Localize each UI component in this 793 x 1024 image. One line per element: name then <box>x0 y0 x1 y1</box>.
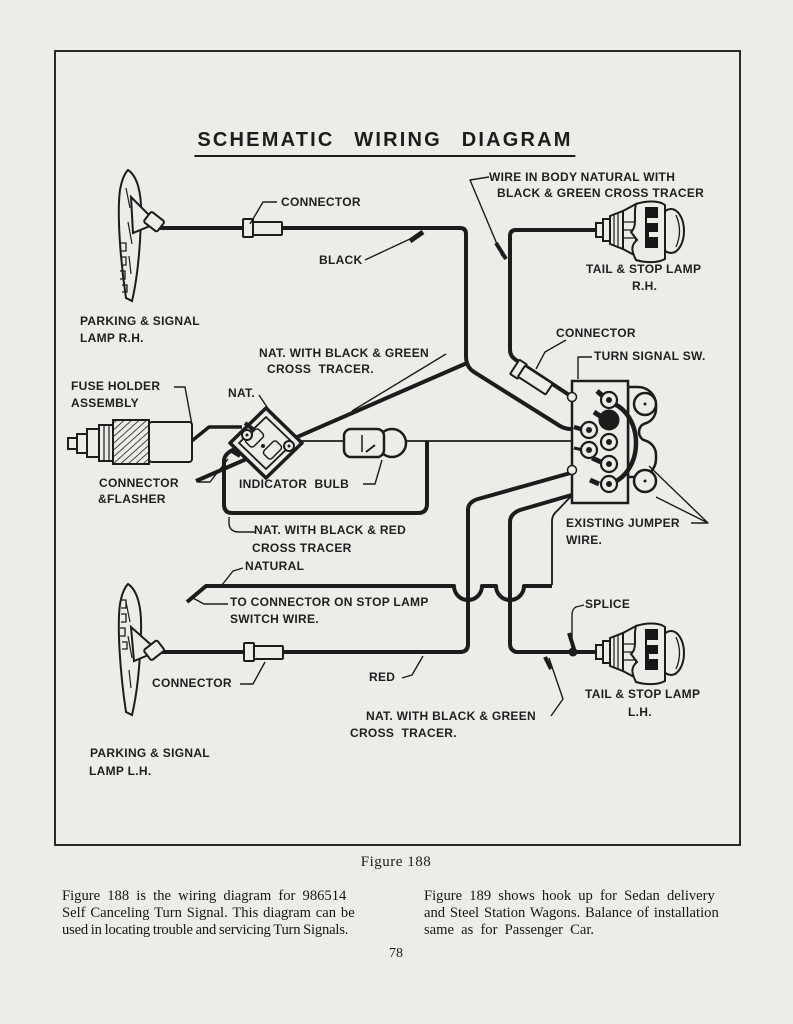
label-to-connector-2: SWITCH WIRE. <box>230 612 319 626</box>
label-connector-flasher-2: &FLASHER <box>98 492 166 506</box>
footer-left-line2: Self Canceling Turn Signal. This diagram… <box>62 905 355 921</box>
label-red: RED <box>369 670 396 684</box>
label-existing-jumper-2: WIRE. <box>566 533 603 547</box>
existing-jumper-wire <box>605 398 639 488</box>
label-nat-black-green-bottom-1: NAT. WITH BLACK & GREEN <box>366 709 537 723</box>
wire-nat-black-green-diagonal <box>195 361 468 483</box>
label-turn-signal-sw: TURN SIGNAL SW. <box>594 349 706 363</box>
page-border <box>54 50 741 846</box>
label-parking-lh-2: LAMP L.H. <box>89 764 152 778</box>
label-tail-stop-lh-1: TAIL & STOP LAMP <box>585 687 701 701</box>
fuse-holder-assembly <box>67 419 193 465</box>
switch-terminals <box>579 390 620 494</box>
label-parking-lh-1: PARKING & SIGNAL <box>90 746 210 760</box>
label-nat-black-red-1: NAT. WITH BLACK & RED <box>254 523 407 537</box>
label-nat: NAT. <box>228 386 255 400</box>
label-splice: SPLICE <box>585 597 631 611</box>
page-number: 78 <box>389 946 403 961</box>
footer-left-line3: used in locating trouble and servicing T… <box>62 922 349 938</box>
label-black: BLACK <box>319 253 363 267</box>
wire-rh-tail <box>508 228 603 418</box>
label-tail-stop-rh-1: TAIL & STOP LAMP <box>586 262 702 276</box>
label-to-connector-1: TO CONNECTOR ON STOP LAMP <box>230 595 429 609</box>
label-nat-black-green-center-2: CROSS TRACER. <box>267 362 374 376</box>
flasher <box>228 406 304 480</box>
footer-right-line2: and Steel Station Wagons. Balance of ins… <box>424 905 719 921</box>
label-connector-flasher-1: CONNECTOR <box>99 476 179 490</box>
wire-fuse-to-flasher <box>186 425 242 446</box>
indicator-bulb <box>342 427 408 459</box>
label-wire-in-body-2: BLACK & GREEN CROSS TRACER <box>497 186 705 200</box>
label-connector-top: CONNECTOR <box>281 195 361 209</box>
label-natural: NATURAL <box>245 559 305 573</box>
connector-rh-parking <box>242 218 283 238</box>
leader-lines <box>174 176 709 717</box>
connector-lh-parking <box>243 642 284 662</box>
wire-natural <box>185 584 552 604</box>
label-indicator-bulb: INDICATOR BULB <box>239 477 350 491</box>
label-connector-bottom: CONNECTOR <box>152 676 232 690</box>
parking-signal-lamp-lh <box>117 582 165 717</box>
page-title: SCHEMATIC WIRING DIAGRAM <box>194 129 576 157</box>
label-nat-black-green-center-1: NAT. WITH BLACK & GREEN <box>259 346 430 360</box>
label-nat-black-red-2: CROSS TRACER <box>252 541 352 555</box>
wire-to-lh-tail <box>508 485 600 654</box>
label-parking-rh-1: PARKING & SIGNAL <box>80 314 200 328</box>
figure-caption: Figure 188 <box>360 854 432 870</box>
tail-stop-lamp-lh <box>595 622 685 686</box>
wire-red-to-lh-parking <box>162 463 600 654</box>
wires-thick <box>160 226 603 654</box>
label-parking-rh-2: LAMP R.H. <box>80 331 144 345</box>
splice-dot <box>568 647 578 657</box>
label-nat-black-green-bottom-2: CROSS TRACER. <box>350 726 457 740</box>
connector-switch-feed <box>509 359 554 396</box>
label-tail-stop-lh-2: L.H. <box>628 705 652 719</box>
label-wire-in-body-1: WIRE IN BODY NATURAL WITH <box>489 170 676 184</box>
label-tail-stop-rh-2: R.H. <box>632 279 658 293</box>
footer-right-line1: Figure 189 shows hook up for Sedan deliv… <box>424 888 715 904</box>
parking-signal-lamp-rh <box>117 168 165 303</box>
label-fuse-2: ASSEMBLY <box>71 396 139 410</box>
footer-left-line1: Figure 188 is the wiring diagram for 986… <box>62 888 347 904</box>
footer-right-line3: same as for Passenger Car. <box>424 922 595 938</box>
wire-nat-black-red-loop <box>222 441 429 515</box>
label-fuse-1: FUSE HOLDER <box>71 379 161 393</box>
label-existing-jumper-1: EXISTING JUMPER <box>566 516 680 530</box>
label-connector-switch: CONNECTOR <box>556 326 636 340</box>
wire-switch-to-natural <box>551 488 579 585</box>
tail-stop-lamp-rh <box>595 200 685 264</box>
wire-rh-parking-black <box>160 226 584 431</box>
